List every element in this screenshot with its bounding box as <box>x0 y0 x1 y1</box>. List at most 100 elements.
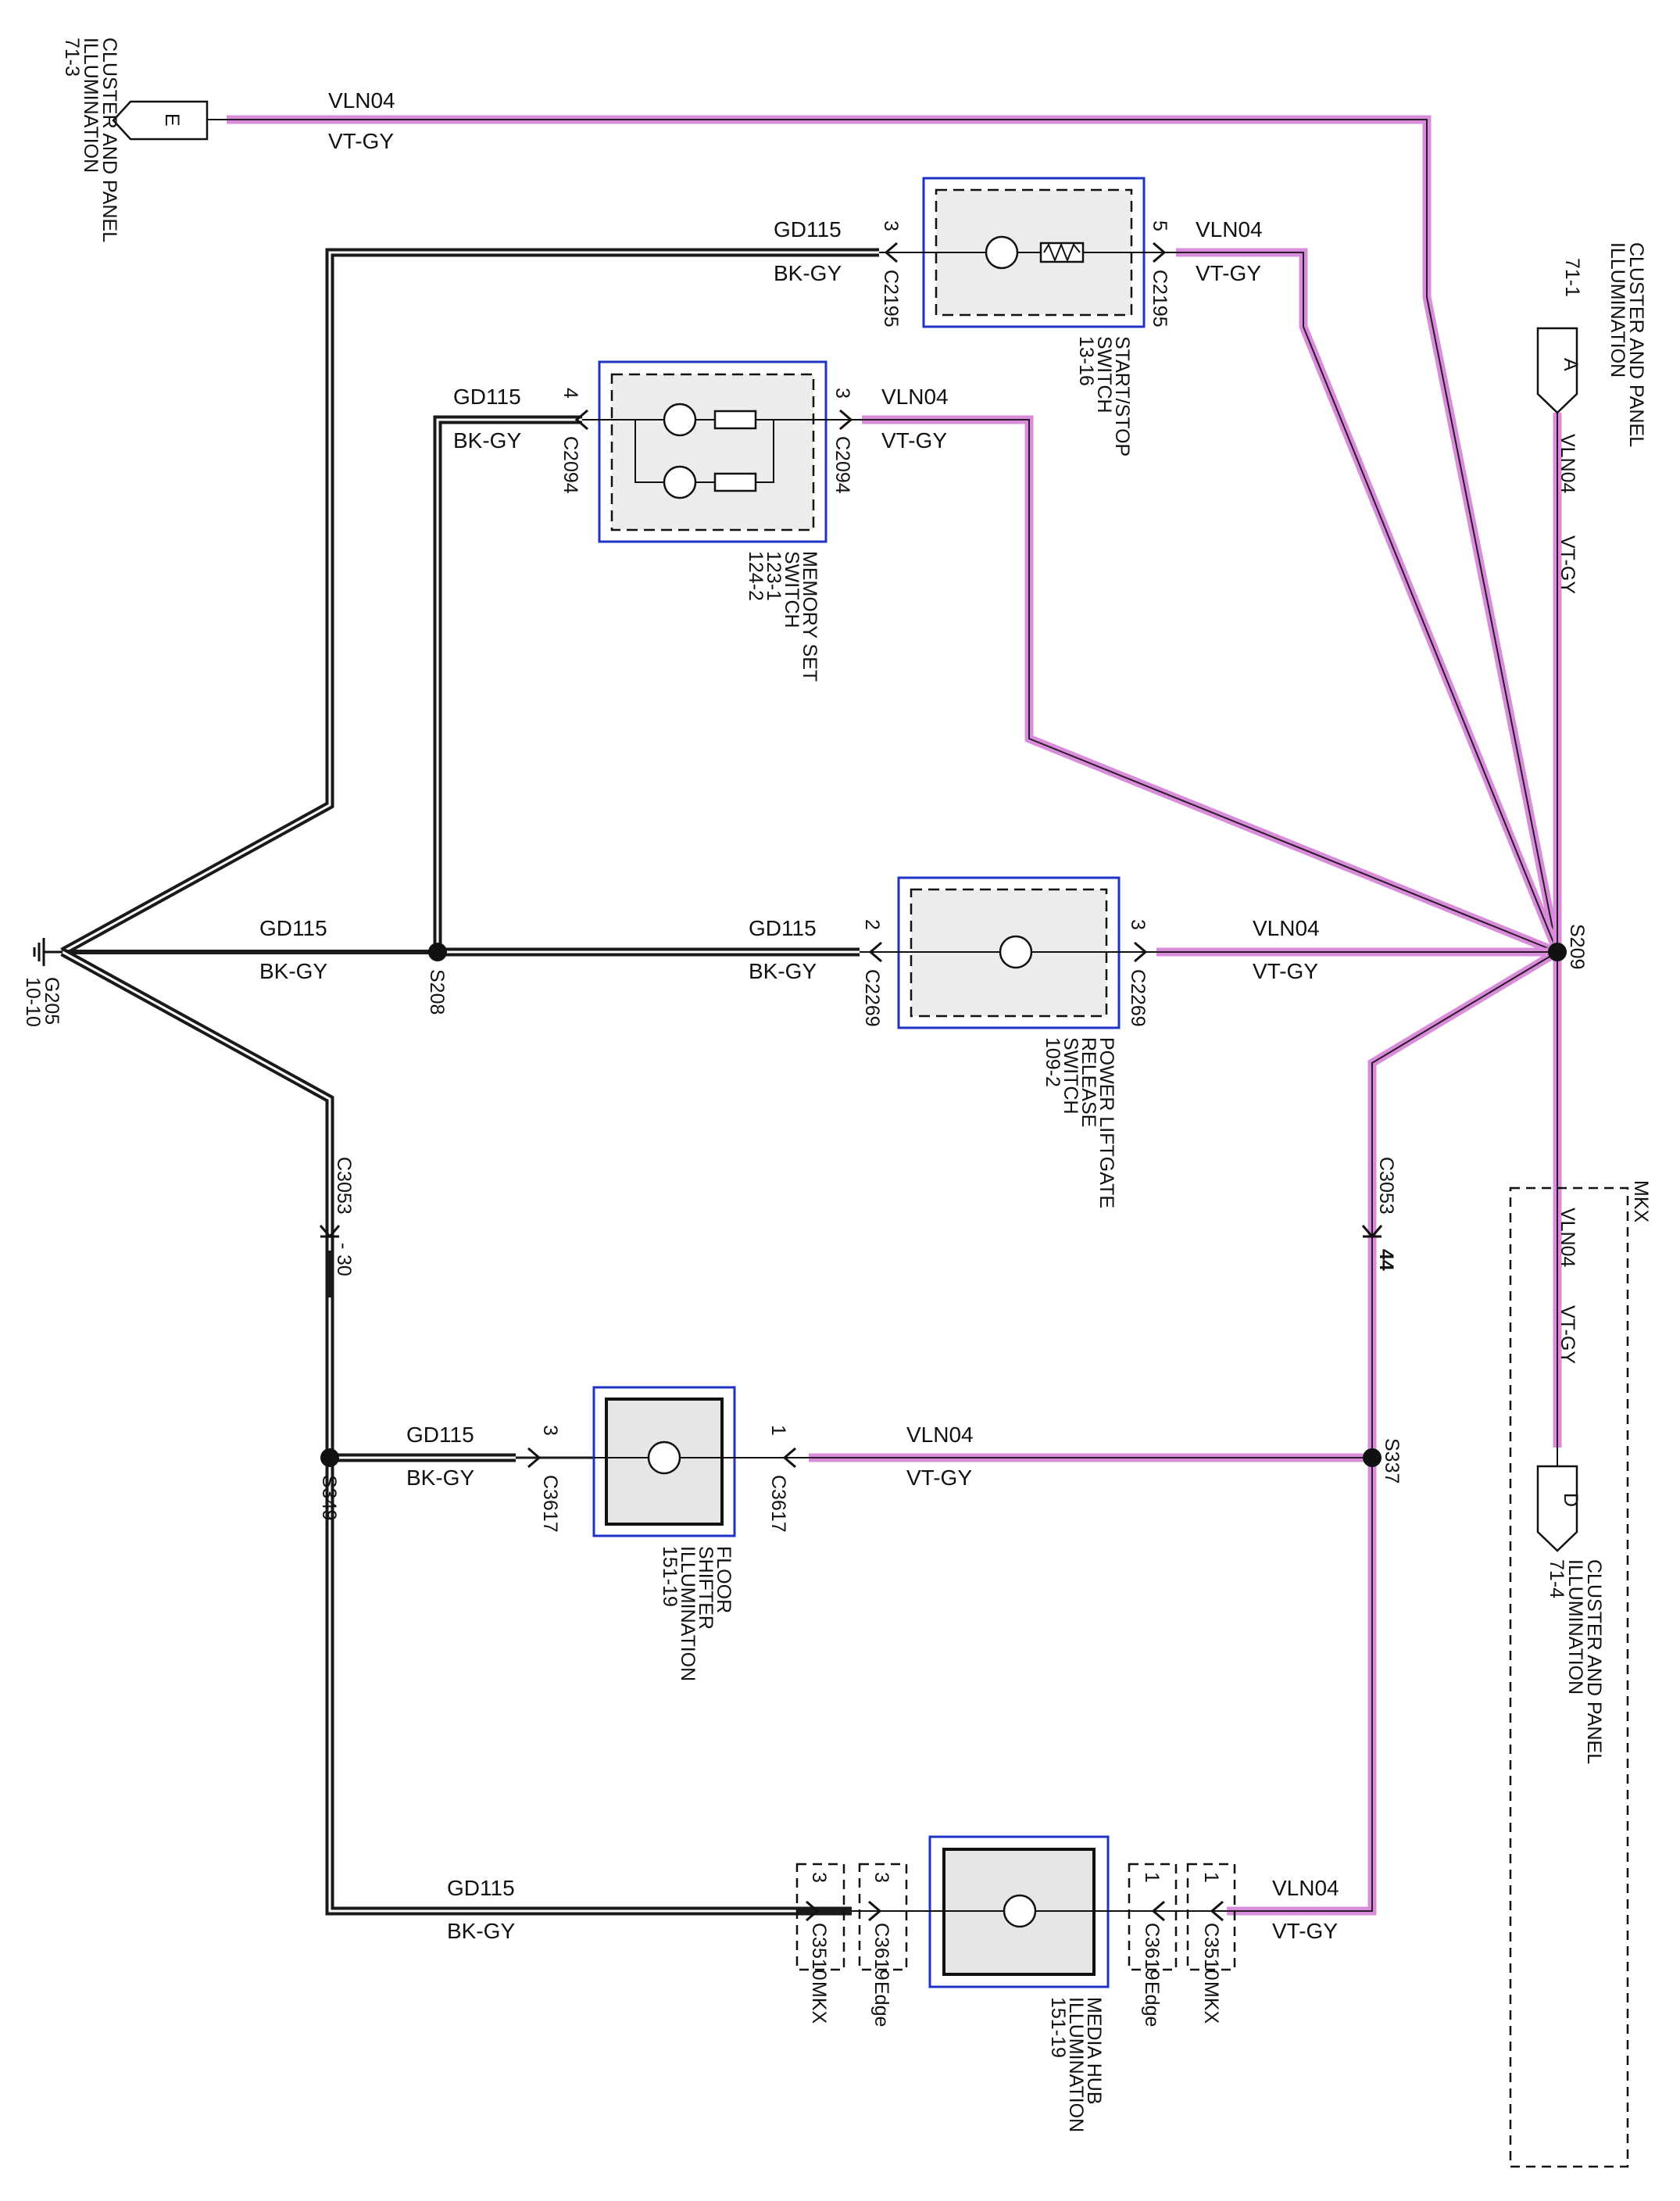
wire-labels: VLN04 VT-GY GD115 BK-GY VLN04 VT-GY GD11… <box>259 88 1339 1943</box>
pin-number: 4 <box>559 388 581 399</box>
component-page: 109-2 <box>1042 1037 1063 1087</box>
pin-number: 5 <box>1149 220 1171 231</box>
component-name: SWITCH <box>781 551 802 628</box>
component-page: 151-19 <box>1047 1997 1069 2058</box>
lamp-icon <box>663 403 697 437</box>
pin-arrow-icon <box>1134 941 1148 963</box>
wire-color-label: VT-GY <box>1557 1305 1578 1364</box>
wire-color-label: BK-GY <box>774 261 842 285</box>
connector-label: C2269 <box>1127 969 1149 1027</box>
ref-title: CLUSTER AND PANEL <box>1625 242 1647 447</box>
splice-label: S209 <box>1566 924 1588 969</box>
power-wire-media-hub <box>1227 1458 1377 1916</box>
ref-title: CLUSTER AND PANEL <box>98 38 120 242</box>
wire-circuit-label: VLN04 <box>1557 1208 1578 1268</box>
ref-d[interactable] <box>1536 1448 1578 1552</box>
power-wire-ref-e <box>227 115 1562 954</box>
component-page: 123-1 <box>763 551 785 601</box>
ref-e[interactable] <box>112 100 227 141</box>
component-name: POWER LIFTGATE <box>1096 1037 1117 1208</box>
power-wiring <box>227 115 1562 1916</box>
connector-label: C3617 <box>767 1475 789 1533</box>
splice-s337 <box>1363 1448 1382 1467</box>
connector-label: C2269 <box>861 969 883 1027</box>
ref-title: ILLUMINATION <box>80 38 102 173</box>
memory-set-switch[interactable] <box>582 360 862 543</box>
connector-label: C3619 <box>870 1923 892 1981</box>
resistor-icon <box>713 472 757 492</box>
ref-title: CLUSTER AND PANEL <box>1583 1559 1605 1764</box>
wire-circuit-label: GD115 <box>774 217 842 242</box>
component-page: 124-2 <box>745 551 767 601</box>
component-page: 13-16 <box>1075 336 1097 386</box>
component-name: SWITCH <box>1093 336 1115 413</box>
pin-number: 3 <box>870 1872 892 1883</box>
wire-color-label: BK-GY <box>406 1466 474 1490</box>
ref-letter: E <box>161 113 183 127</box>
wire-circuit-label: GD115 <box>749 916 817 940</box>
connector-c3619-pwr <box>1128 1863 1178 1971</box>
start-stop-switch[interactable] <box>879 177 1176 328</box>
pin-number: 3 <box>539 1425 561 1436</box>
inline-pin-pwr: 44 <box>1375 1249 1397 1271</box>
wire-color-label: VT-GY <box>881 428 947 453</box>
media-hub-illumination[interactable] <box>795 1835 1236 1988</box>
floor-shifter-illumination[interactable] <box>592 1386 809 1537</box>
wire-color-label: BK-GY <box>749 959 817 983</box>
pin-arrow-icon <box>574 409 588 431</box>
ref-letter: D <box>1560 1493 1582 1507</box>
splice-s209 <box>1548 943 1567 961</box>
pin-number: 3 <box>1127 919 1149 930</box>
ref-a[interactable] <box>1536 327 1578 414</box>
component-page: 151-19 <box>659 1546 681 1607</box>
pin-number: 1 <box>767 1425 789 1436</box>
wire-circuit-label: VLN04 <box>906 1423 974 1447</box>
pin-arrow-icon <box>868 1900 882 1922</box>
pin-arrow-icon <box>1210 1900 1224 1922</box>
splice-label: S337 <box>1381 1438 1403 1483</box>
resistor-icon <box>713 410 757 430</box>
rotated-labels: S209 S208 S349 S337 G205 10-10 C3053 - 3… <box>22 38 1652 2132</box>
connector-label: C2094 <box>559 436 581 494</box>
connector-label: C2094 <box>831 436 853 494</box>
power-wire-s337 <box>1367 948 1560 1458</box>
component-name: RELEASE <box>1078 1037 1099 1127</box>
ref-title: ILLUMINATION <box>1607 242 1628 378</box>
power-wire-c2195 <box>1176 248 1562 954</box>
pin-number: 3 <box>880 220 902 231</box>
wire-circuit-label: GD115 <box>406 1423 474 1447</box>
component-name: FLOOR <box>713 1546 735 1613</box>
wire-color-label: BK-GY <box>447 1919 515 1943</box>
pin-arrow-icon <box>1151 1900 1165 1922</box>
splice-s349 <box>320 1448 339 1467</box>
connector-label: C2195 <box>1149 270 1171 327</box>
inline-connector-label: C3053 <box>1375 1157 1397 1215</box>
pin-number: 3 <box>808 1872 830 1883</box>
pin-arrow-icon <box>884 242 898 263</box>
offpage-arrow-icon <box>112 100 209 141</box>
inline-pin-gnd: 30 <box>333 1254 355 1276</box>
pin-arrows <box>319 242 1383 1922</box>
inline-pin-sep: - <box>333 1243 355 1249</box>
ground-wire-c2094 <box>433 415 582 952</box>
offpage-arrow-icon <box>1536 1465 1578 1552</box>
connector-label: C3619 <box>1141 1923 1163 1981</box>
component-name: ILLUMINATION <box>1065 1997 1087 2132</box>
mkx-region-label: MKX <box>1630 1180 1652 1223</box>
ref-letter: A <box>1560 358 1582 371</box>
component-name: MEDIA HUB <box>1083 1997 1105 2105</box>
pin-arrow-icon <box>1153 242 1167 263</box>
ground-id: G205 <box>41 977 63 1025</box>
vertical-wire-labels: VLN04 VT-GY VLN04 VT-GY <box>1557 434 1578 1364</box>
inline-connector-label: C3053 <box>333 1157 355 1215</box>
variant-label: MKX <box>808 1981 830 2024</box>
wire-color-label: VT-GY <box>1196 261 1261 285</box>
splice-s208 <box>428 943 447 961</box>
power-liftgate-switch[interactable] <box>860 876 1156 1029</box>
component-name: ILLUMINATION <box>677 1546 699 1681</box>
pin-number: 1 <box>1141 1872 1163 1883</box>
wire-circuit-label: VLN04 <box>881 385 949 409</box>
splice-label: S208 <box>426 969 448 1015</box>
variant-label: MKX <box>1200 1981 1222 2024</box>
